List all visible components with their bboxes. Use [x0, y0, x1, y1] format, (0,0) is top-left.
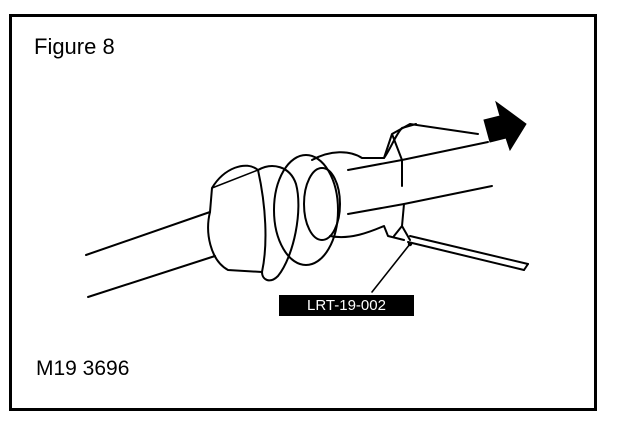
right-pipe-lower-edge	[403, 185, 493, 205]
fitting-lower	[329, 225, 405, 241]
figure-title: Figure 8	[34, 34, 115, 59]
label-leader-line	[371, 243, 411, 293]
tool-label: LRT-19-002	[279, 295, 414, 316]
left-pipe-lower-edge	[87, 255, 216, 298]
leader-dot	[407, 241, 413, 247]
direction-arrow-icon	[483, 100, 527, 152]
tool-handle-lower	[407, 241, 525, 271]
tool-handle-upper	[409, 235, 529, 265]
outer-collar	[207, 164, 267, 273]
outer-collar-face	[257, 165, 300, 282]
tool-upper-jaw	[347, 123, 479, 187]
right-pipe-upper-edge	[401, 141, 489, 161]
tool-handle-end	[523, 263, 529, 271]
inner-ring-bore	[303, 167, 341, 241]
left-pipe-upper-edge	[85, 211, 211, 256]
figure-frame	[9, 14, 597, 411]
inner-ring	[273, 154, 339, 266]
tool-lower-jaw	[347, 203, 411, 241]
pipe-behind-collar	[211, 169, 259, 189]
figure-reference: M19 3696	[36, 357, 130, 380]
